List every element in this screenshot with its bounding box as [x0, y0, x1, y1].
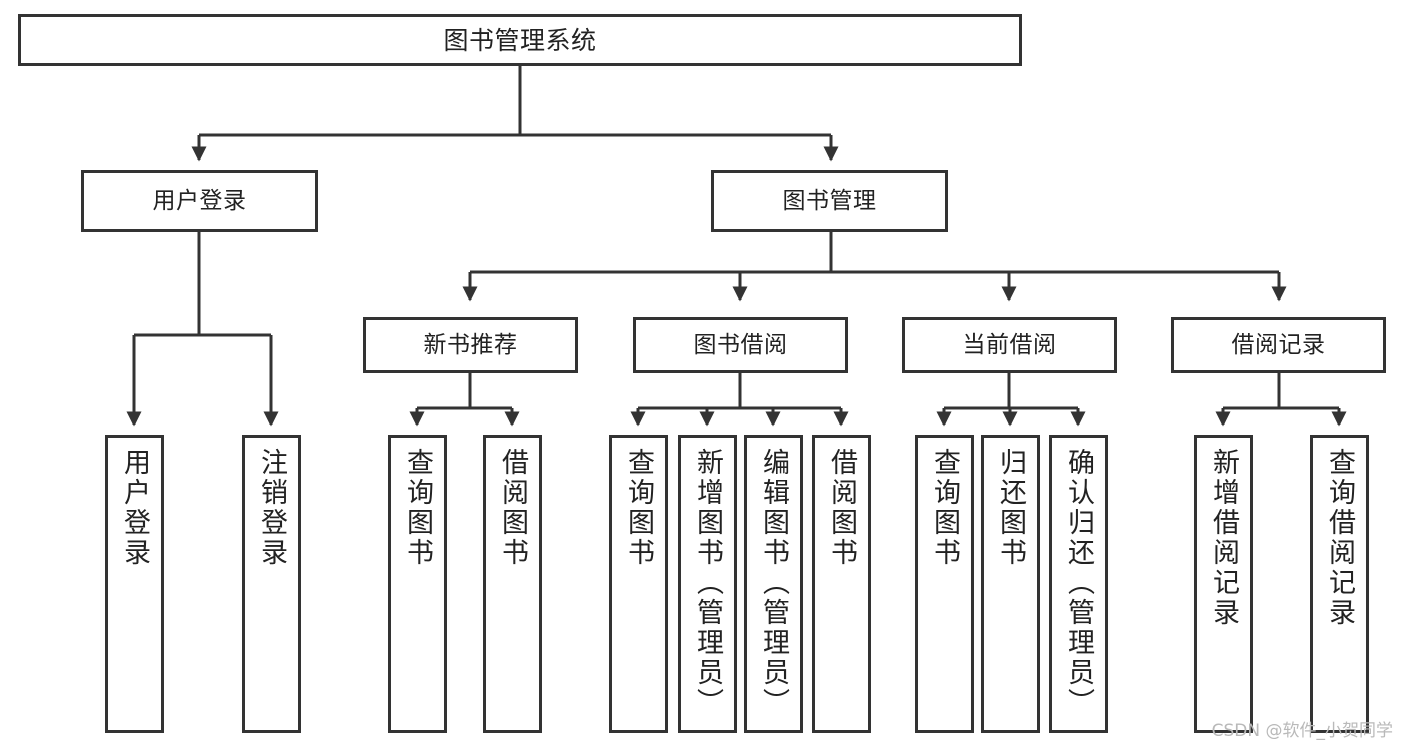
node-label: 用户登录 [152, 187, 247, 214]
node-user-login[interactable]: 用户登录 [81, 170, 318, 232]
node-label: 图书管理 [782, 187, 877, 214]
node-leaf-user-login[interactable]: 用户登录 [105, 435, 164, 733]
node-book-borrow[interactable]: 图书借阅 [633, 317, 848, 373]
watermark-text: CSDN @软件_小贺同学 [1211, 721, 1393, 741]
node-label: 用户登录 [119, 448, 150, 568]
node-leaf-logout[interactable]: 注销登录 [242, 435, 301, 733]
node-label: 图书管理系统 [443, 25, 597, 55]
node-label: 查询图书 [623, 448, 654, 568]
node-label: 确认归还（管理员） [1063, 448, 1094, 718]
node-label: 借阅图书 [497, 448, 528, 568]
node-root-system[interactable]: 图书管理系统 [18, 14, 1022, 66]
node-leaf-add-book[interactable]: 新增图书（管理员） [678, 435, 737, 733]
node-label: 归还图书 [995, 448, 1026, 568]
node-label: 新增借阅记录 [1208, 448, 1239, 628]
node-label: 注销登录 [256, 448, 287, 568]
node-label: 借阅图书 [826, 448, 857, 568]
node-leaf-return-book[interactable]: 归还图书 [981, 435, 1040, 733]
node-label: 新书推荐 [423, 331, 518, 358]
node-borrow-record[interactable]: 借阅记录 [1171, 317, 1386, 373]
node-leaf-query-book-3[interactable]: 查询图书 [915, 435, 974, 733]
node-leaf-edit-book[interactable]: 编辑图书（管理员） [744, 435, 803, 733]
node-label: 查询借阅记录 [1324, 448, 1355, 628]
node-label: 当前借阅 [962, 331, 1057, 358]
node-label: 查询图书 [402, 448, 433, 568]
node-label: 借阅记录 [1231, 331, 1326, 358]
node-label: 新增图书（管理员） [692, 448, 723, 718]
node-label: 查询图书 [929, 448, 960, 568]
node-book-management[interactable]: 图书管理 [711, 170, 948, 232]
node-leaf-borrow-book-2[interactable]: 借阅图书 [812, 435, 871, 733]
node-leaf-confirm-return[interactable]: 确认归还（管理员） [1049, 435, 1108, 733]
node-leaf-query-book-2[interactable]: 查询图书 [609, 435, 668, 733]
node-leaf-add-record[interactable]: 新增借阅记录 [1194, 435, 1253, 733]
node-current-borrow[interactable]: 当前借阅 [902, 317, 1117, 373]
node-label: 编辑图书（管理员） [758, 448, 789, 718]
node-new-book-recommend[interactable]: 新书推荐 [363, 317, 578, 373]
node-leaf-query-book-1[interactable]: 查询图书 [388, 435, 447, 733]
node-label: 图书借阅 [693, 331, 788, 358]
node-leaf-borrow-book-1[interactable]: 借阅图书 [483, 435, 542, 733]
node-leaf-query-record[interactable]: 查询借阅记录 [1310, 435, 1369, 733]
